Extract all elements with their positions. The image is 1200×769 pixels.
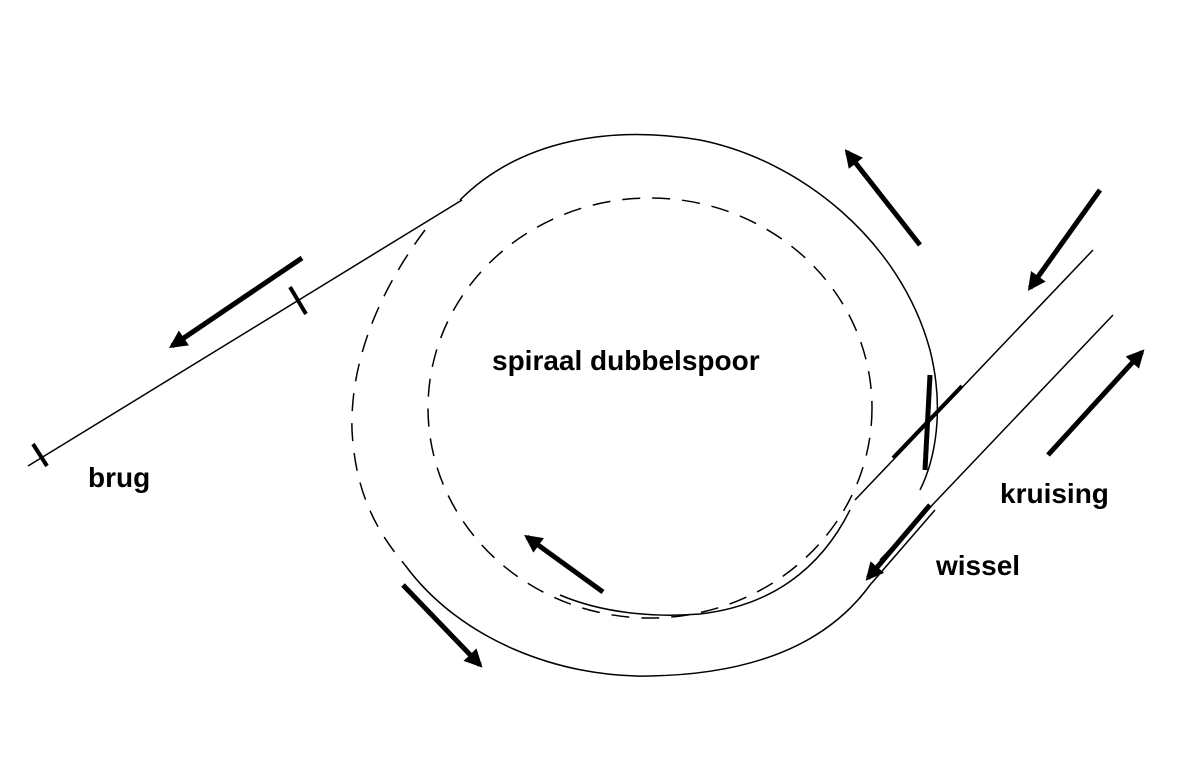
crossing-track-a [854, 249, 1094, 501]
bridge-track [27, 199, 463, 467]
outer-dashed-track [351, 229, 426, 566]
arrow-crossing-out [1046, 349, 1145, 457]
outer-track [459, 133, 939, 491]
switch-label: wissel [936, 550, 1021, 581]
crossing-label: kruising [1000, 478, 1109, 509]
arrow-bridge [169, 255, 304, 349]
bridge-label: brug [88, 462, 151, 493]
arrow-outer-bottom [401, 583, 483, 668]
bridge-mark-right [288, 285, 308, 316]
arrow-inner [524, 534, 605, 595]
inner-dashed-track [427, 197, 873, 619]
switch-mark [922, 374, 933, 471]
arrow-top-right [844, 149, 922, 247]
spiral-label: spiraal dubbelspoor [492, 345, 760, 376]
outer-track-bottom [404, 509, 936, 677]
arrow-switch [865, 503, 932, 581]
arrow-crossing-in [1027, 188, 1103, 291]
bridge-mark-left [31, 442, 49, 468]
inner-track-bottom [559, 509, 851, 616]
